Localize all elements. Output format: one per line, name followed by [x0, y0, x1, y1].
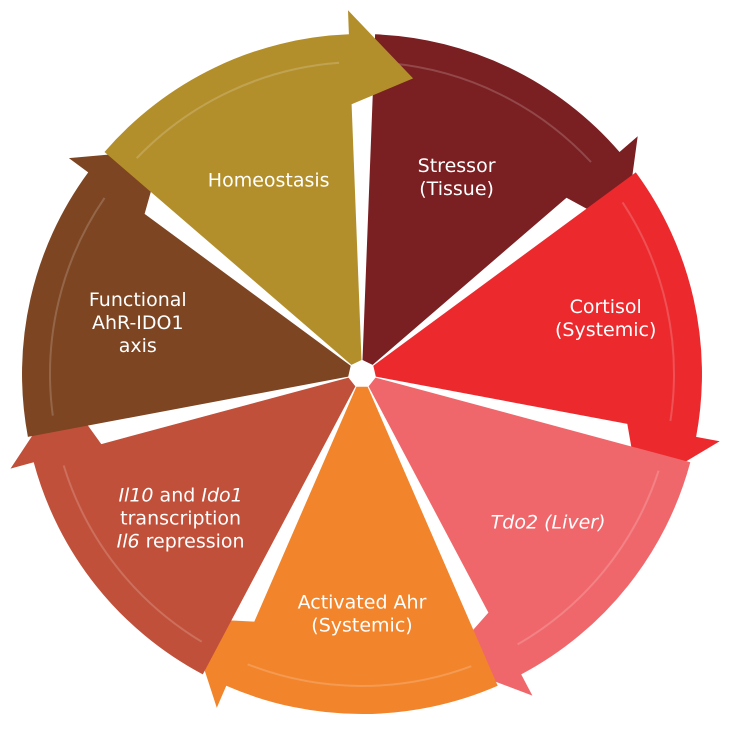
- label-run: Functional: [89, 289, 187, 311]
- segment-il10-ido1-wedge: [10, 377, 356, 675]
- label-run: (Tissue): [419, 178, 494, 200]
- segment-cortisol: Cortisol(Systemic): [373, 172, 720, 490]
- label-run: and: [154, 485, 202, 507]
- segment-functional-axis-wedge: [22, 149, 351, 437]
- label-run: (Systemic): [311, 615, 412, 637]
- label-run: Cortisol: [570, 296, 642, 318]
- label-run: Ido1: [201, 485, 242, 507]
- label-run: Activated Ahr: [298, 592, 427, 614]
- segment-tdo2: Tdo2 (Liver): [368, 377, 691, 696]
- segment-homeostasis-label: Homeostasis: [208, 169, 330, 191]
- label-run: AhR-IDO1: [92, 312, 184, 334]
- segment-cortisol-arrow-contour: [621, 201, 675, 422]
- segment-cortisol-label: Cortisol(Systemic): [555, 296, 656, 341]
- segment-stressor-arrow-contour: [390, 62, 592, 163]
- segment-stressor-wedge: [362, 34, 638, 365]
- segment-activated-ahr-wedge: [187, 386, 498, 715]
- label-run: Tdo2 (Liver): [491, 511, 606, 533]
- label-run: repression: [140, 531, 245, 553]
- label-run: Il10: [118, 485, 153, 507]
- label-run: Homeostasis: [208, 169, 330, 191]
- segment-tdo2-arrow-contour: [517, 470, 660, 646]
- label-run: (Systemic): [555, 319, 656, 341]
- label-run: Stressor: [418, 155, 496, 177]
- segment-activated-ahr-label: Activated Ahr(Systemic): [298, 592, 427, 637]
- segment-stressor-label: Stressor(Tissue): [418, 155, 496, 200]
- segment-tdo2-wedge: [368, 377, 691, 696]
- label-run: transcription: [120, 508, 241, 530]
- segment-stressor: Stressor(Tissue): [362, 34, 638, 365]
- segment-homeostasis-arrow-contour: [135, 61, 340, 159]
- segment-il10-ido1-arrow-contour: [62, 465, 203, 643]
- label-run: Il6: [117, 531, 140, 553]
- segment-tdo2-label: Tdo2 (Liver): [491, 511, 606, 533]
- label-run: axis: [119, 335, 157, 357]
- segment-cortisol-wedge: [373, 172, 720, 490]
- segment-homeostasis: Homeostasis: [104, 10, 414, 365]
- segment-functional-axis-arrow-contour: [49, 197, 106, 416]
- segment-activated-ahr-arrow-contour: [247, 663, 472, 687]
- segment-homeostasis-wedge: [104, 10, 414, 365]
- segment-activated-ahr: Activated Ahr(Systemic): [187, 386, 498, 715]
